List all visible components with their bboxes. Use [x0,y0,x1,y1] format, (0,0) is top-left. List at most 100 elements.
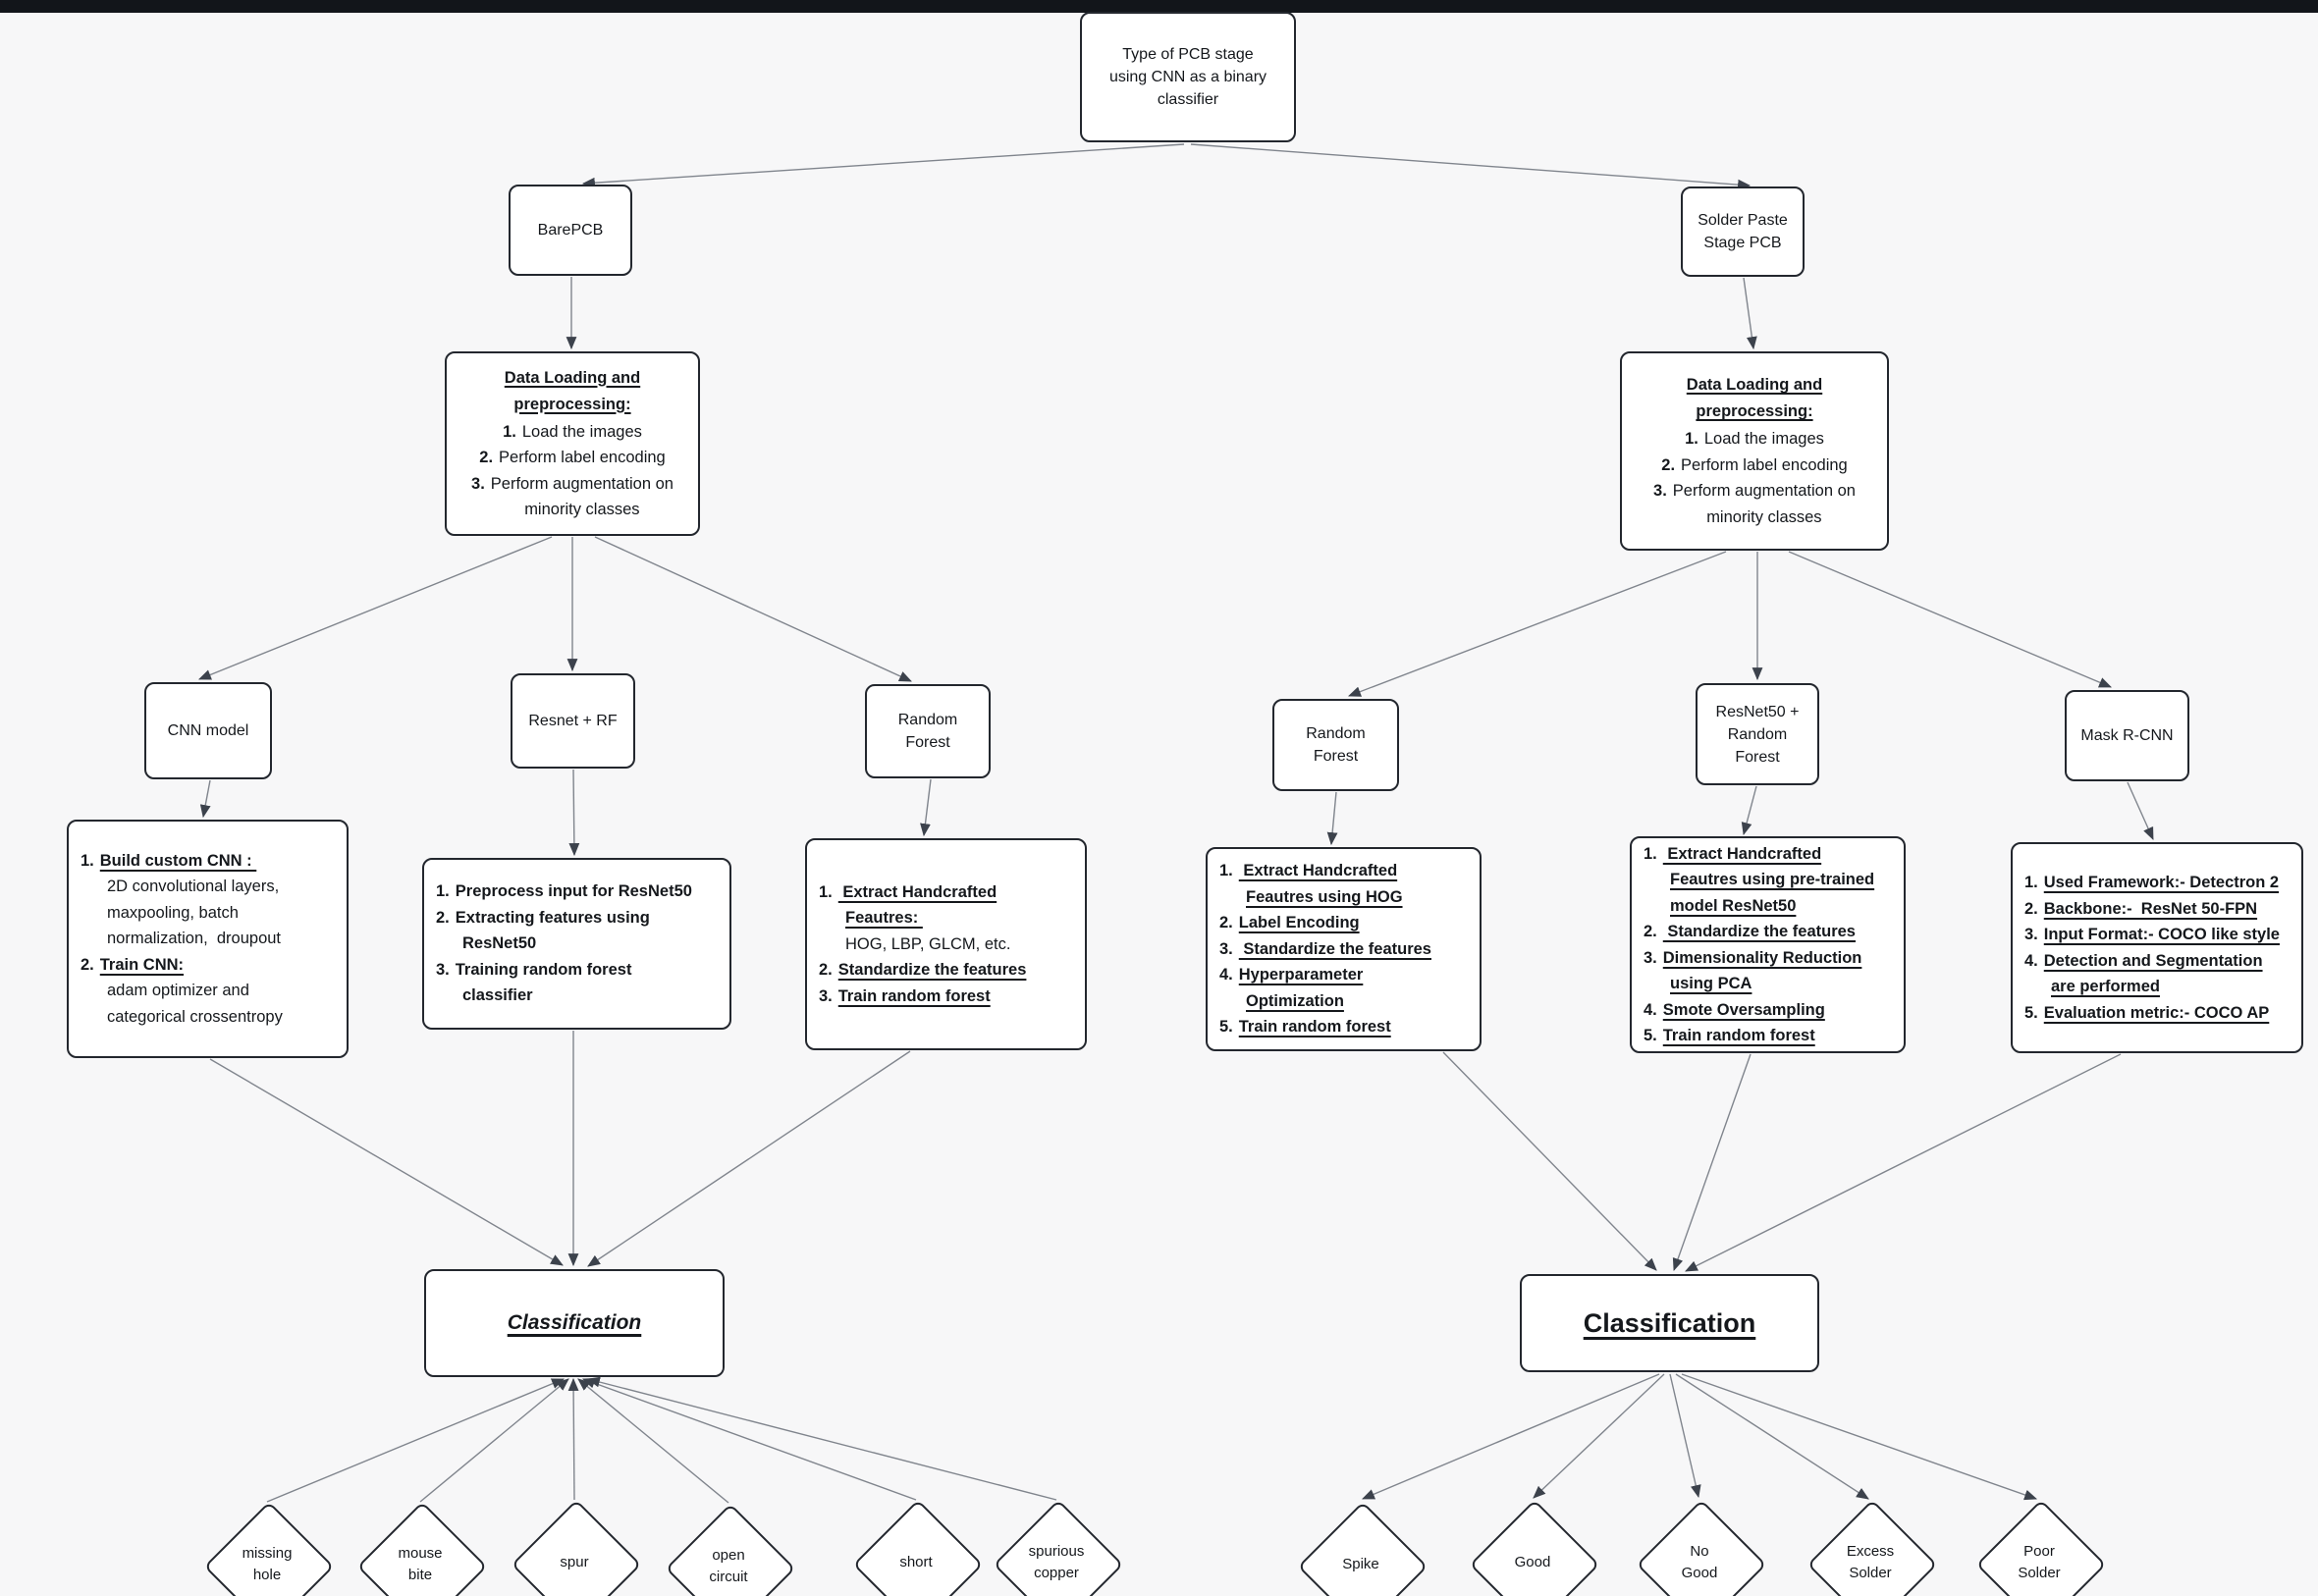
edge-rf-left-detail [920,778,932,837]
node-root[interactable]: Type of PCB stage using CNN as a binary … [1080,12,1296,142]
list-line: 3.Perform augmentation on minority class… [458,471,686,523]
list-line-number: 1. [503,422,516,441]
barepcb-label: BarePCB [537,222,604,239]
list-line: categorical crossentropy [107,1004,335,1031]
edge-root-solderpaste [1190,143,1752,190]
list-line: Feautres using HOG [1246,884,1468,911]
dataloading-right-title: Data Loading and preprocessing: [1686,376,1823,420]
list-line: 1.Used Framework:- Detectron 2 [2024,870,2290,896]
list-line-text: Perform augmentation on minority classes [490,474,674,519]
list-line-text: Label Encoding [1238,914,1360,932]
edge-resnetrf-detail [568,769,580,857]
list-line: 5.Train random forest [1644,1023,1892,1049]
list-line-number: 1. [1219,862,1233,880]
list-line-number: 1. [81,851,94,870]
edge-dataloading-cnn [197,536,553,680]
node-resnet50-rf[interactable]: ResNet50 + Random Forest [1696,683,1819,785]
list-line-number: 2. [479,449,494,466]
outcome-label: No Good [1681,1543,1718,1581]
edge-root-barepcb [581,143,1185,188]
node-cnn-detail[interactable]: 1.Build custom CNN : 2D convolutional la… [67,820,349,1058]
list-line-text: Input Format:- COCO like style [2043,926,2280,943]
list-line: 2.Perform label encoding [1634,452,1875,479]
list-line-text: Extracting features using [455,908,650,927]
list-line-number: 1. [2024,874,2038,891]
edge-classification-spike [1362,1373,1660,1500]
outcome-label: Excess Solder [1846,1543,1895,1581]
list-line: 3.Training random forest [436,957,718,984]
edge-spur-classification [567,1377,579,1501]
node-classification-right[interactable]: Classification [1520,1274,1819,1372]
list-line-text: Load the images [521,422,642,441]
list-line: 2.Standardize the features [819,957,1073,984]
list-line-text: Optimization [1246,991,1344,1010]
list-line-text: model ResNet50 [1670,896,1797,915]
edge-cnn-detail [199,779,211,819]
node-dataloading-left[interactable]: Data Loading and preprocessing: 1.Load t… [445,351,700,536]
edge-spuriouscopper-classification [586,1376,1057,1501]
list-line-number: 1. [1685,430,1698,448]
node-cnn-model[interactable]: CNN model [144,682,272,779]
list-line-text: normalization, droupout [107,930,282,948]
node-barepcb[interactable]: BarePCB [509,185,632,276]
list-line: 2. Extracting features using [436,905,718,931]
cnn-detail-lines: 1.Build custom CNN : 2D convolutional la… [81,848,335,1031]
node-resnet-rf[interactable]: Resnet + RF [511,673,635,769]
edge-cnndetail-classification [209,1058,564,1266]
dataloading-right-lines: 1. Load the images 2.Perform label encodin… [1634,426,1875,530]
list-line-number: 1. [1644,844,1657,863]
list-line-text: Smote Oversampling [1662,1000,1825,1019]
list-line-text: are performed [2051,978,2160,995]
list-line-text: using PCA [1670,975,1752,992]
list-line-text: Load the images [1703,430,1824,448]
resnet50-rf-label: ResNet50 + Random Forest [1715,703,1800,766]
outcome-label: open circuit [709,1547,748,1585]
list-line: 2.Train CNN: [81,952,335,979]
node-randomforest-left[interactable]: Random Forest [865,684,991,778]
edge-opencircuit-classification [577,1378,729,1504]
list-line: classifier [462,983,718,1009]
list-line-text: Feautres: [845,909,923,928]
list-line: 2. Standardize the features [1644,919,1892,945]
list-line-number: 1. [819,882,833,901]
edge-short-classification [581,1377,917,1501]
list-line: 4.Smote Oversampling [1644,997,1892,1024]
list-line-number: 3. [1219,939,1233,958]
edge-rf-right-detail [1326,791,1338,846]
list-line-number: 5. [2024,1003,2038,1022]
list-line-text: adam optimizer and [107,982,249,1000]
node-dataloading-right[interactable]: Data Loading and preprocessing: 1. Load t… [1620,351,1889,551]
list-line-text: Evaluation metric:- COCO AP [2043,1003,2270,1022]
edge-classification-excesssolder [1675,1373,1869,1500]
edge-dataloading-maskrcnn [1788,551,2112,688]
list-line: Feautres: [845,905,1073,931]
outcome-label: spurious copper [1028,1543,1085,1581]
list-line-text: Detection and Segmentation [2043,951,2263,970]
list-line-number: 2. [436,908,450,927]
list-line-text: maxpooling, batch [107,903,239,922]
list-line: Feautres using pre-trained [1670,867,1892,893]
node-classification-left[interactable]: Classification [424,1269,725,1377]
edge-maskdetail-classification [1685,1053,2122,1272]
list-line: 2.Backbone:- ResNet 50-FPN [2024,896,2290,923]
outcome-label: spur [560,1554,589,1570]
node-randomforest-right[interactable]: Random Forest [1272,699,1399,791]
diamond-shape [1469,1499,1600,1596]
list-line: 1. Load the images [1634,426,1875,452]
outcome-label: Spike [1342,1556,1379,1572]
node-solderpaste[interactable]: Solder Paste Stage PCB [1681,186,1805,277]
node-mask-rcnn[interactable]: Mask R-CNN [2065,690,2189,781]
list-line-text: Feautres using pre-trained [1670,871,1875,888]
outcome-label: Good [1514,1554,1551,1570]
list-line: 4.Detection and Segmentation [2024,948,2290,975]
list-line-text: Standardize the features [837,961,1027,980]
